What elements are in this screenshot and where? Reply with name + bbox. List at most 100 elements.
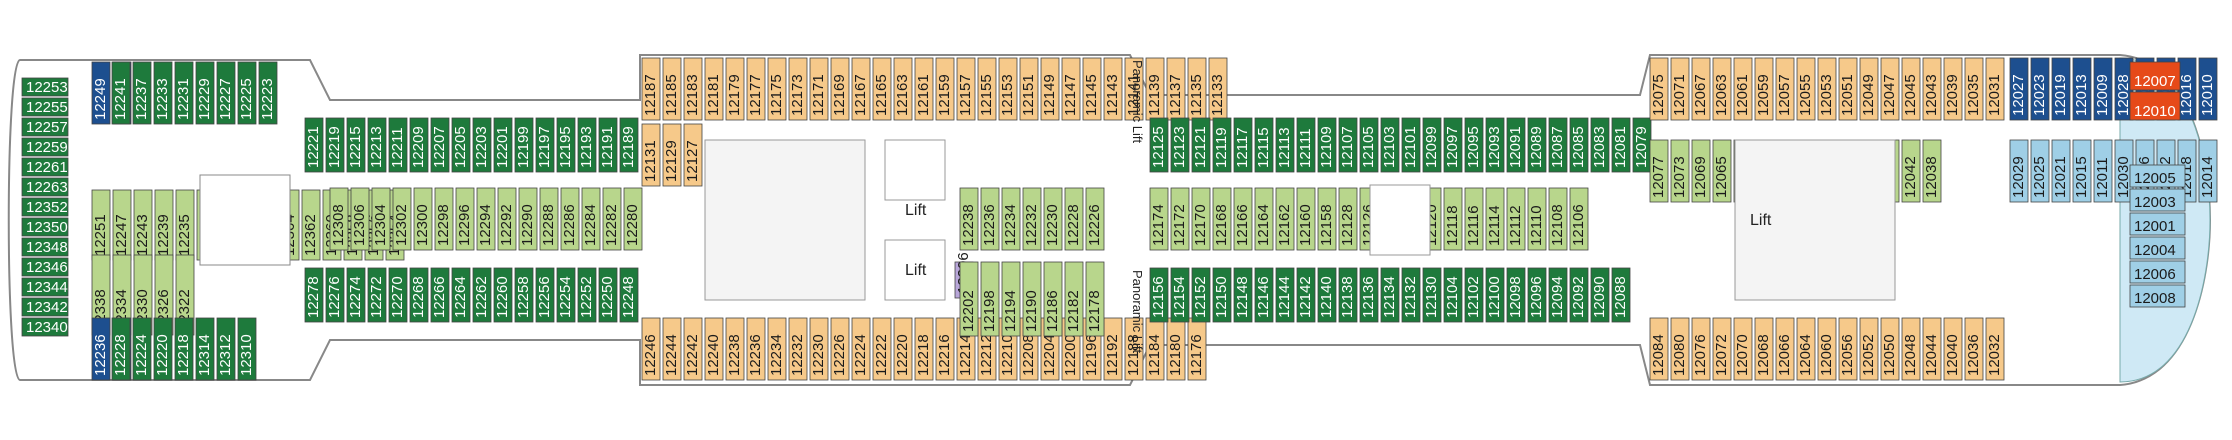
cabin-box-12083[interactable]	[1590, 117, 1610, 173]
cabin-12117[interactable]: 12117	[1233, 117, 1253, 173]
cabin-12155[interactable]: 12155	[977, 57, 997, 121]
cabin-12244[interactable]: 12244	[662, 317, 682, 381]
cabin-box-12092[interactable]	[1569, 267, 1589, 323]
cabin-box-12152[interactable]	[1191, 267, 1211, 323]
cabin-box-12087[interactable]	[1548, 117, 1568, 173]
cabin-12061[interactable]: 12061	[1733, 57, 1753, 121]
cabin-12304[interactable]: 12304	[371, 187, 391, 251]
cabin-box-12090[interactable]	[1590, 267, 1610, 323]
cabin-box-12226[interactable]	[830, 317, 850, 381]
cabin-12108[interactable]: 12108	[1548, 187, 1568, 251]
cabin-box-12063[interactable]	[1712, 57, 1732, 121]
cabin-12089[interactable]: 12089	[1527, 117, 1547, 173]
cabin-12150[interactable]: 12150	[1212, 267, 1232, 323]
cabin-12083[interactable]: 12083	[1590, 117, 1610, 173]
cabin-12348[interactable]: 12348	[21, 237, 69, 257]
cabin-box-12272[interactable]	[367, 267, 387, 323]
cabin-12191[interactable]: 12191	[598, 117, 618, 173]
cabin-12173[interactable]: 12173	[788, 57, 808, 121]
cabin-12038[interactable]: 12038	[1922, 139, 1942, 203]
cabin-box-12144[interactable]	[1275, 267, 1295, 323]
cabin-12087[interactable]: 12087	[1548, 117, 1568, 173]
cabin-12342[interactable]: 12342	[21, 297, 69, 317]
cabin-12167[interactable]: 12167	[851, 57, 871, 121]
cabin-box-12274[interactable]	[346, 267, 366, 323]
cabin-box-12035[interactable]	[1964, 57, 1984, 121]
cabin-12220[interactable]: 12220	[893, 317, 913, 381]
cabin-12224[interactable]: 12224	[132, 317, 152, 381]
cabin-box-12213[interactable]	[367, 117, 387, 173]
cabin-box-12232[interactable]	[788, 317, 808, 381]
cabin-12093[interactable]: 12093	[1485, 117, 1505, 173]
cabin-box-12234[interactable]	[1001, 187, 1021, 251]
cabin-box-12064[interactable]	[1796, 317, 1816, 381]
cabin-12115[interactable]: 12115	[1254, 117, 1274, 173]
cabin-box-12066[interactable]	[1775, 317, 1795, 381]
cabin-12170[interactable]: 12170	[1191, 187, 1211, 251]
cabin-box-12164[interactable]	[1254, 187, 1274, 251]
cabin-12043[interactable]: 12043	[1922, 57, 1942, 121]
cabin-box-12150[interactable]	[1212, 267, 1232, 323]
cabin-12174[interactable]: 12174	[1149, 187, 1169, 251]
cabin-box-12203[interactable]	[472, 117, 492, 173]
cabin-box-12117[interactable]	[1233, 117, 1253, 173]
cabin-12110[interactable]: 12110	[1527, 187, 1547, 251]
cabin-box-12109[interactable]	[1317, 117, 1337, 173]
cabin-12072[interactable]: 12072	[1712, 317, 1732, 381]
cabin-12230[interactable]: 12230	[1043, 187, 1063, 251]
cabin-box-12183[interactable]	[683, 57, 703, 121]
cabin-box-12116[interactable]	[1464, 187, 1484, 251]
cabin-box-12156[interactable]	[1149, 267, 1169, 323]
cabin-box-12160[interactable]	[1296, 187, 1316, 251]
cabin-box-12158[interactable]	[1317, 187, 1337, 251]
cabin-box-12292[interactable]	[497, 187, 517, 251]
cabin-box-12312[interactable]	[216, 317, 236, 381]
cabin-box-12270[interactable]	[388, 267, 408, 323]
cabin-12143[interactable]: 12143	[1103, 57, 1123, 121]
cabin-box-12154[interactable]	[1170, 267, 1190, 323]
cabin-12068[interactable]: 12068	[1754, 317, 1774, 381]
cabin-12270[interactable]: 12270	[388, 267, 408, 323]
cabin-box-12195[interactable]	[556, 117, 576, 173]
cabin-box-12003[interactable]	[2129, 188, 2186, 212]
cabin-box-12240[interactable]	[704, 317, 724, 381]
cabin-box-12205[interactable]	[451, 117, 471, 173]
cabin-12288[interactable]: 12288	[539, 187, 559, 251]
cabin-12234[interactable]: 12234	[767, 317, 787, 381]
cabin-12286[interactable]: 12286	[560, 187, 580, 251]
cabin-box-12314[interactable]	[195, 317, 215, 381]
cabin-12228[interactable]: 12228	[111, 317, 131, 381]
cabin-box-12262[interactable]	[472, 267, 492, 323]
cabin-12227[interactable]: 12227	[216, 61, 236, 125]
cabin-12232[interactable]: 12232	[788, 317, 808, 381]
cabin-12201[interactable]: 12201	[493, 117, 513, 173]
cabin-box-12252[interactable]	[577, 267, 597, 323]
cabin-box-12288[interactable]	[539, 187, 559, 251]
cabin-12142[interactable]: 12142	[1296, 267, 1316, 323]
cabin-box-12304[interactable]	[371, 187, 391, 251]
cabin-12080[interactable]: 12080	[1670, 317, 1690, 381]
cabin-box-12039[interactable]	[1943, 57, 1963, 121]
cabin-box-12008[interactable]	[2129, 284, 2186, 308]
cabin-box-12174[interactable]	[1149, 187, 1169, 251]
cabin-12042[interactable]: 12042	[1901, 139, 1921, 203]
cabin-12004[interactable]: 12004	[2129, 236, 2186, 260]
cabin-12290[interactable]: 12290	[518, 187, 538, 251]
cabin-12298[interactable]: 12298	[434, 187, 454, 251]
cabin-12230[interactable]: 12230	[809, 317, 829, 381]
cabin-box-12201[interactable]	[493, 117, 513, 173]
cabin-12225[interactable]: 12225	[237, 61, 257, 125]
cabin-12165[interactable]: 12165	[872, 57, 892, 121]
cabin-12248[interactable]: 12248	[619, 267, 639, 323]
cabin-box-12043[interactable]	[1922, 57, 1942, 121]
cabin-box-12103[interactable]	[1380, 117, 1400, 173]
cabin-box-12038[interactable]	[1922, 139, 1942, 203]
cabin-12257[interactable]: 12257	[21, 117, 69, 137]
cabin-box-12302[interactable]	[392, 187, 412, 251]
cabin-box-12286[interactable]	[560, 187, 580, 251]
cabin-12280[interactable]: 12280	[623, 187, 643, 251]
cabin-box-12021[interactable]	[2051, 139, 2071, 203]
cabin-box-12052[interactable]	[1859, 317, 1879, 381]
cabin-12362[interactable]: 12362	[301, 189, 321, 261]
cabin-box-12042[interactable]	[1901, 139, 1921, 203]
